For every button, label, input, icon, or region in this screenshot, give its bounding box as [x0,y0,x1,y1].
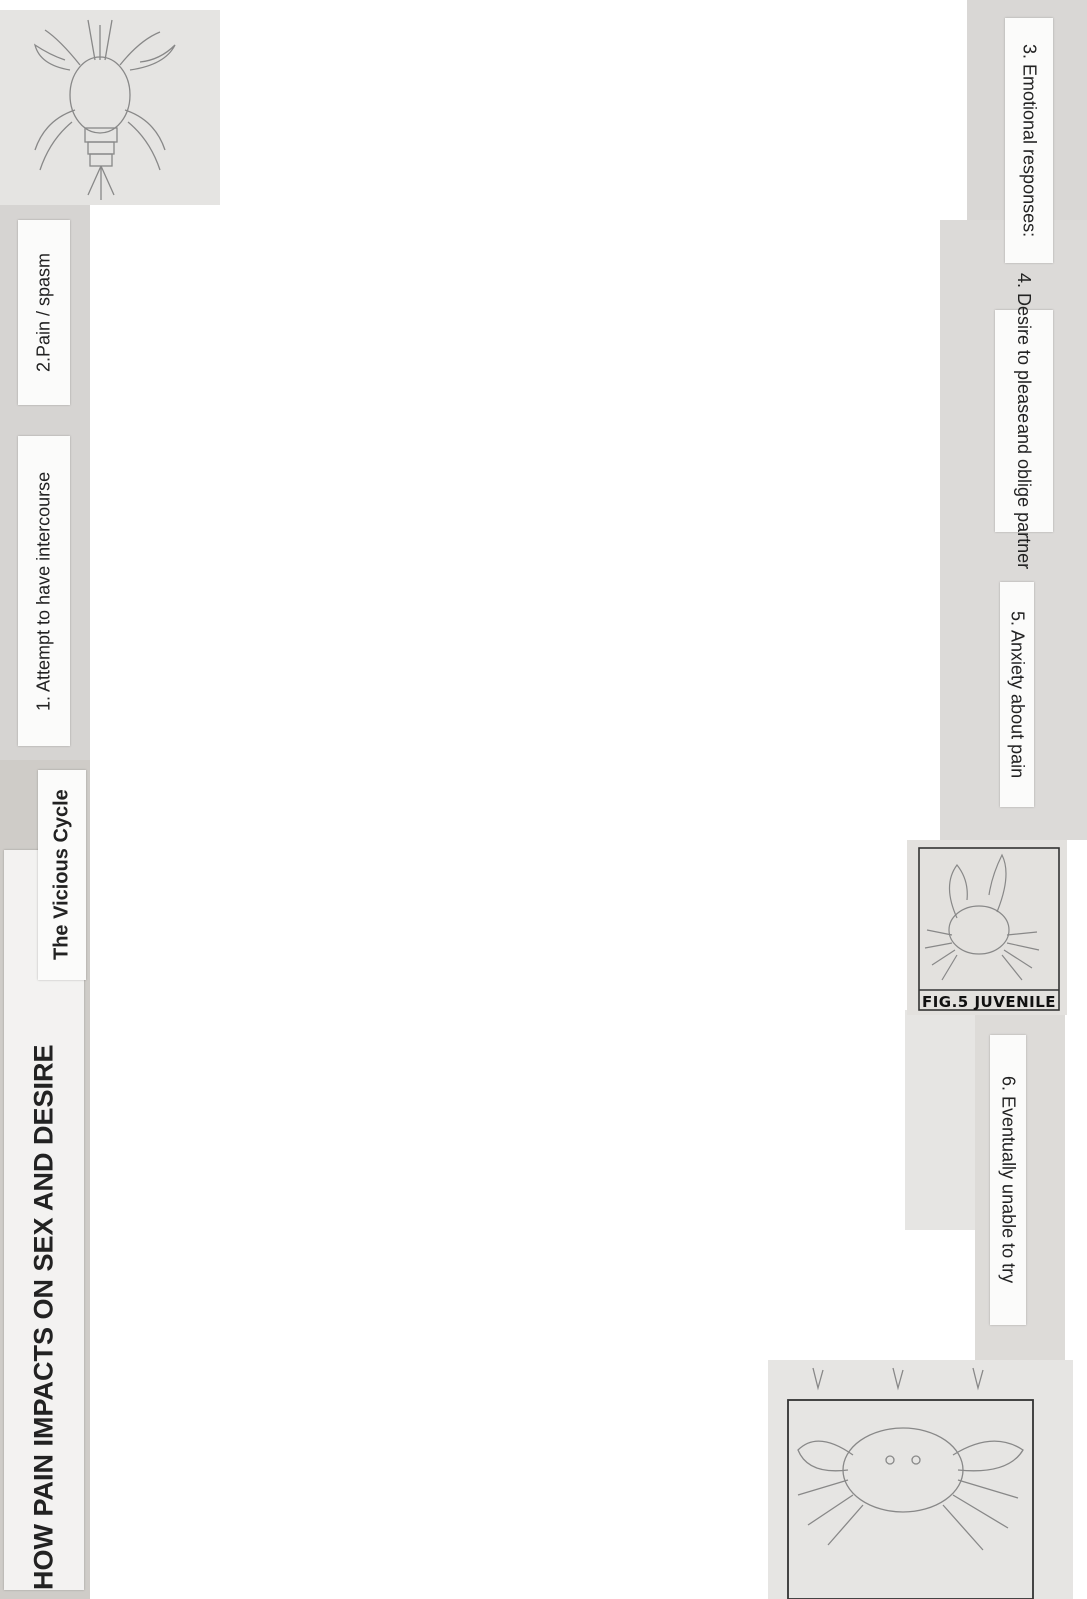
step-2-label: 2.Pain / spasm [18,220,70,405]
subtitle-text: The Vicious Cycle [50,789,73,961]
step-4-label: 4. Desire to please and oblige partner [995,273,1053,569]
step-4-text-line1: 4. Desire to please [1014,273,1034,424]
subtitle-label: The Vicious Cycle [38,770,86,980]
step-4-text-line2: and oblige partner [1014,423,1034,569]
crab-sketch [768,1360,1073,1599]
step-1-label: 1. Attempt to have intercourse [18,436,70,746]
step-5-text: 5. Anxiety about pain [1007,610,1028,779]
page-title-text: HOW PAIN IMPACTS ON SEX AND DESIRE [28,1044,59,1590]
step-3-label: 3. Emotional responses: [1005,18,1053,263]
figure-caption: FIG.5 JUVENILE [922,993,1056,1011]
step-1-text: 1. Attempt to have intercourse [33,471,54,711]
crab-icon [787,1367,1034,1599]
step-5-label: 5. Anxiety about pain [1000,582,1034,807]
step-2-text: 2.Pain / spasm [33,252,54,373]
crab-juvenile-figure: FIG.5 JUVENILE [918,847,1060,1011]
crayfish-icon [0,10,220,205]
step-6-text: 6. Eventually unable to try [998,1076,1019,1284]
crayfish-sketch [0,10,220,205]
step-6-label: 6. Eventually unable to try [990,1035,1026,1325]
crab-juvenile-sketch: FIG.5 JUVENILE [907,840,1067,1015]
step-3-text: 3. Emotional responses: [1019,43,1040,238]
